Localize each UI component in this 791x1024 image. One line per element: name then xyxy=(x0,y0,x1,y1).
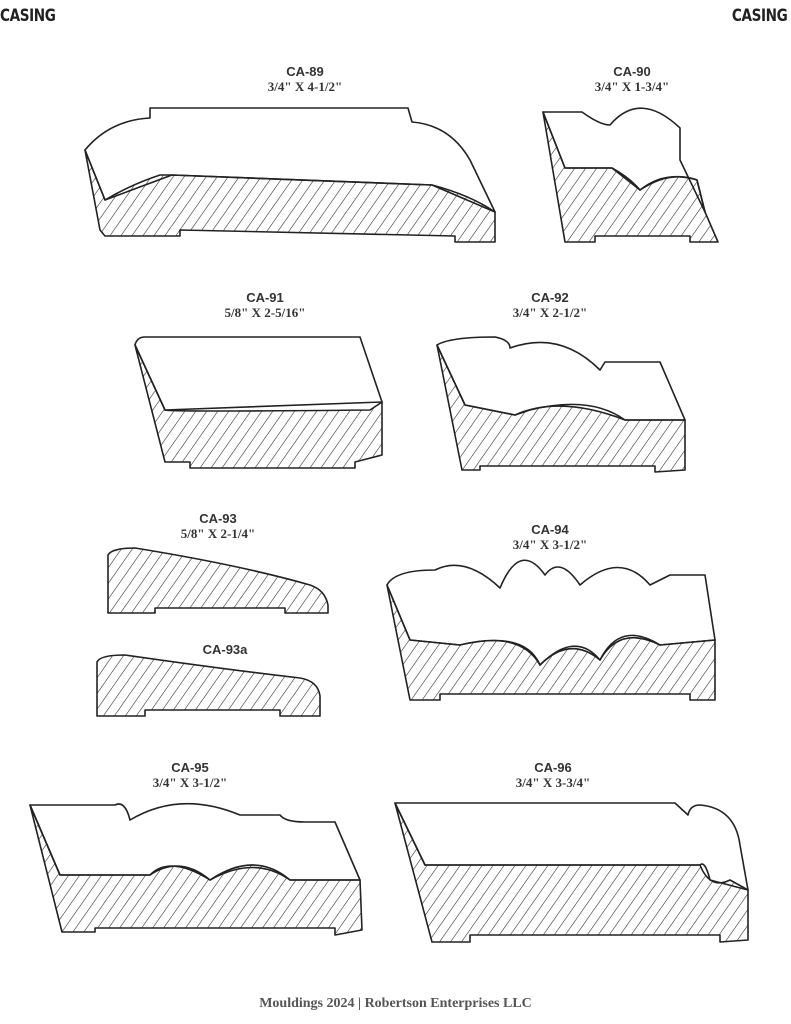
page-footer: Mouldings 2024 | Robertson Enterprises L… xyxy=(259,996,532,1011)
item-label-ca-90: CA-90 3/4" X 1-3/4" xyxy=(532,64,732,95)
profile-ca-93 xyxy=(107,547,329,614)
item-label-ca-91: CA-91 5/8" X 2-5/16" xyxy=(165,290,365,321)
item-label-ca-93: CA-93 5/8" X 2-1/4" xyxy=(118,511,318,542)
item-dimensions: 3/4" X 3-3/4" xyxy=(515,775,591,790)
profile-ca-96 xyxy=(394,802,749,943)
item-dimensions: 3/4" X 1-3/4" xyxy=(594,79,670,94)
item-dimensions: 3/4" X 3-1/2" xyxy=(152,775,228,790)
item-code: CA-93 xyxy=(199,511,237,526)
item-code: CA-95 xyxy=(171,760,209,775)
section-header-right: CASING xyxy=(731,6,787,26)
item-label-ca-89: CA-89 3/4" X 4-1/2" xyxy=(205,64,405,95)
profile-ca-91 xyxy=(134,336,383,469)
item-code: CA-92 xyxy=(531,290,569,305)
item-label-ca-93a: CA-93a xyxy=(125,642,325,657)
profile-ca-95 xyxy=(29,802,363,936)
profile-ca-89 xyxy=(84,107,496,243)
item-label-ca-96: CA-96 3/4" X 3-3/4" xyxy=(453,760,653,791)
item-dimensions: 3/4" X 3-1/2" xyxy=(512,537,588,552)
item-code: CA-96 xyxy=(534,760,572,775)
item-code: CA-93a xyxy=(202,642,248,657)
section-header-left: CASING xyxy=(0,6,56,26)
item-dimensions: 3/4" X 2-1/2" xyxy=(512,305,588,320)
item-code: CA-90 xyxy=(613,64,651,79)
item-label-ca-92: CA-92 3/4" X 2-1/2" xyxy=(450,290,650,321)
profile-ca-94 xyxy=(386,559,716,701)
item-code: CA-91 xyxy=(246,290,284,305)
item-dimensions: 5/8" X 2-1/4" xyxy=(180,526,256,541)
profile-ca-92 xyxy=(436,336,686,473)
item-label-ca-95: CA-95 3/4" X 3-1/2" xyxy=(90,760,290,791)
item-code: CA-89 xyxy=(286,64,324,79)
item-dimensions: 3/4" X 4-1/2" xyxy=(267,79,343,94)
item-code: CA-94 xyxy=(531,522,569,537)
item-label-ca-94: CA-94 3/4" X 3-1/2" xyxy=(450,522,650,553)
item-dimensions: 5/8" X 2-5/16" xyxy=(224,305,306,320)
profile-ca-93a xyxy=(96,654,321,717)
profile-ca-90 xyxy=(542,107,719,243)
